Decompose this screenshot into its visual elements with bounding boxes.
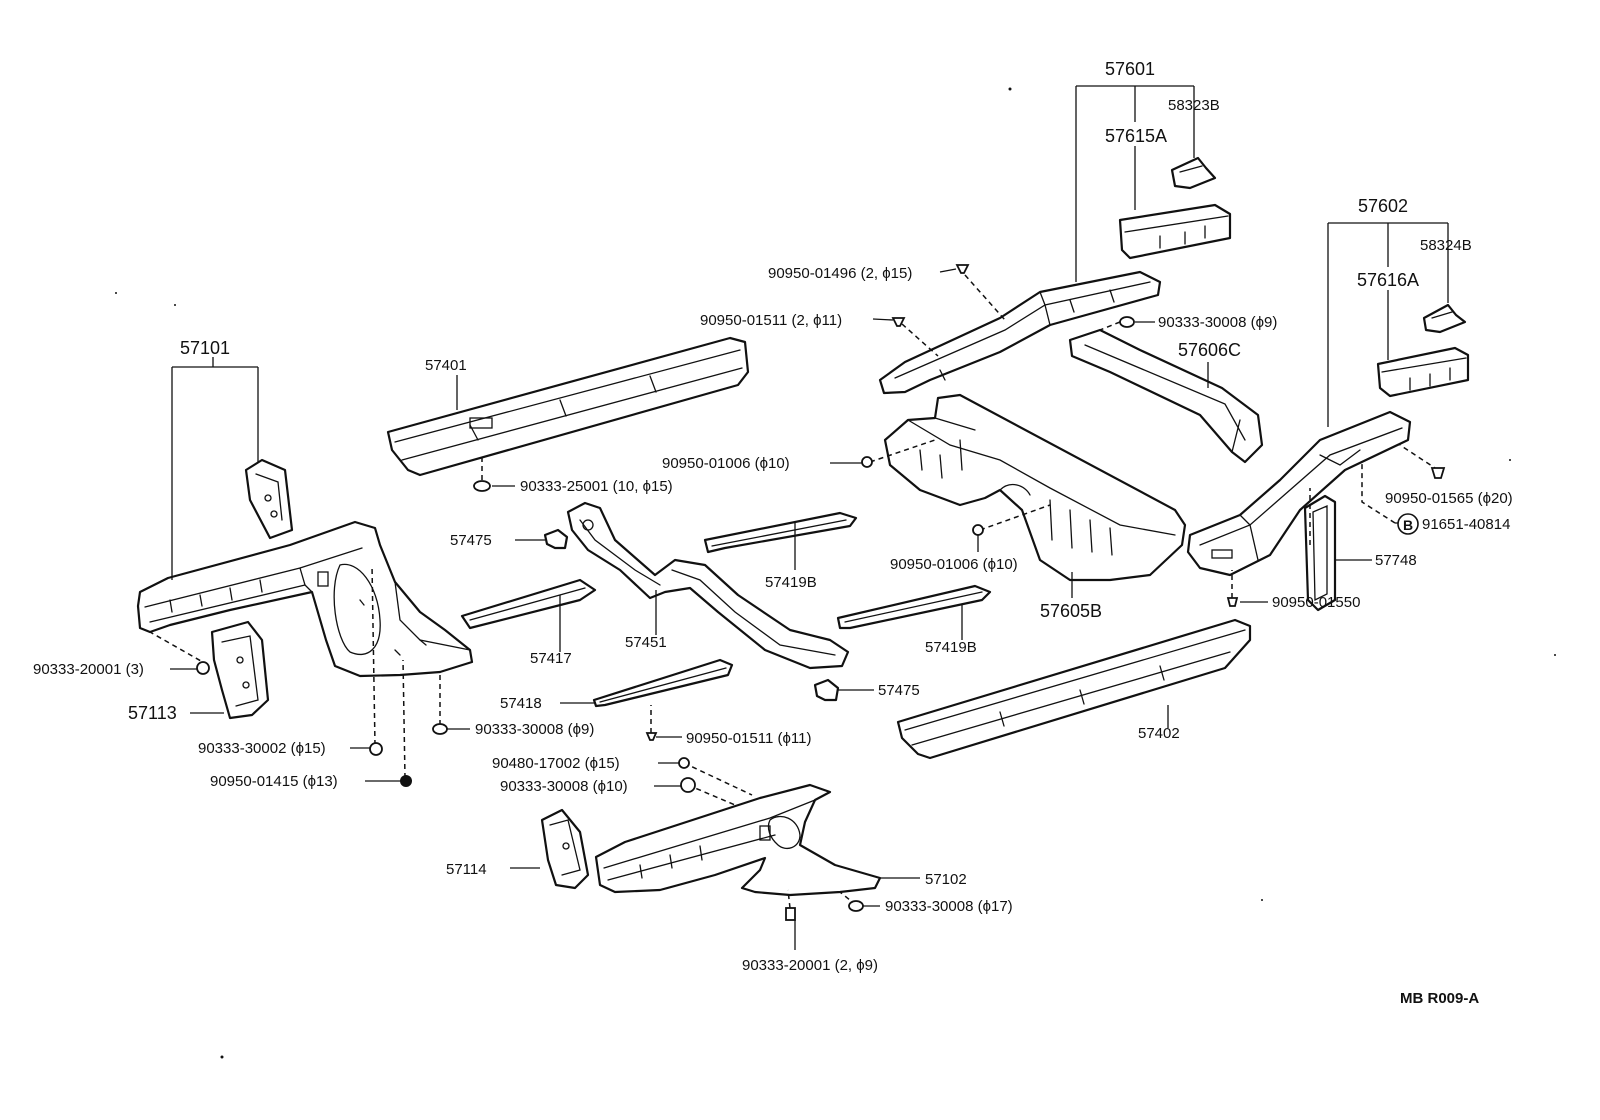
- leader-lines: [170, 85, 1449, 950]
- part-57402-rocker-right: [896, 618, 1252, 760]
- part-57601-rear-side-member: [878, 270, 1162, 395]
- label-57417: 57417: [530, 650, 572, 667]
- label-90333-25001: 90333-25001 (10, ϕ15): [520, 478, 673, 495]
- label-57114: 57114: [446, 861, 487, 878]
- label-57616a: 57616A: [1357, 270, 1419, 290]
- label-57419b-upper: 57419B: [765, 574, 817, 591]
- plug-90333-20001-3: [196, 661, 210, 675]
- part-57475-bracket-lower: [813, 678, 840, 702]
- plug-90333-25001: [473, 480, 491, 492]
- label-91651-40814: 91651-40814: [1422, 516, 1510, 533]
- label-57102: 57102: [925, 871, 967, 888]
- part-labels: 57601 58323B 57615A 57602 58324B 57616A …: [33, 59, 1513, 1007]
- label-57601: 57601: [1105, 59, 1155, 79]
- label-57402: 57402: [1138, 725, 1180, 742]
- fasteners: [196, 264, 1446, 921]
- clip-90950-01550: [1226, 597, 1239, 607]
- part-57101-upper-bracket: [244, 458, 294, 540]
- label-57401: 57401: [425, 357, 467, 374]
- label-90950-01496: 90950-01496 (2, ϕ15): [768, 265, 912, 282]
- clip-90950-01496: [955, 264, 970, 274]
- label-57113: 57113: [128, 703, 177, 723]
- label-57606c: 57606C: [1178, 340, 1241, 360]
- label-90950-01511-2: 90950-01511 (2, ϕ11): [700, 312, 842, 329]
- part-58323b-bracket: [1170, 156, 1217, 190]
- label-90333-20001-2: 90333-20001 (2, ϕ9): [742, 957, 878, 974]
- part-58324b-bracket: [1422, 303, 1467, 334]
- part-57748-seal: [1303, 494, 1337, 612]
- bubble-b-letter: B: [1403, 517, 1413, 533]
- grommet-90950-01006-lower: [972, 524, 984, 536]
- part-57605b-rear-floor-pan: [883, 393, 1187, 582]
- clip-90950-01511-upper: [891, 317, 906, 327]
- label-90950-01511-11: 90950-01511 (ϕ11): [686, 730, 811, 747]
- label-90950-01565: 90950-01565 (ϕ20): [1385, 490, 1513, 507]
- label-90480-17002: 90480-17002 (ϕ15): [492, 755, 620, 772]
- part-57418-brace: [592, 658, 734, 708]
- clip-90950-01511-lower: [645, 732, 658, 741]
- label-57615a: 57615A: [1105, 126, 1167, 146]
- part-57606c-cross-member: [1068, 328, 1264, 464]
- reference-code: MB R009-A: [1400, 990, 1479, 1007]
- part-57401-rocker-left: [386, 336, 750, 477]
- part-57113-bracket: [210, 620, 270, 720]
- plug-90333-30008-phi17: [848, 900, 864, 912]
- label-90333-30008-phi17: 90333-30008 (ϕ17): [885, 898, 1013, 915]
- assembly-dashed-lines: [149, 274, 1439, 909]
- label-90950-01006-lower: 90950-01006 (ϕ10): [890, 556, 1018, 573]
- clip-90950-01565: [1430, 467, 1446, 479]
- nut-90480-17002: [678, 757, 690, 769]
- label-57605b: 57605B: [1040, 601, 1102, 621]
- plug-90333-30008-phi9-upper: [1119, 316, 1135, 328]
- label-90950-01415: 90950-01415 (ϕ13): [210, 773, 338, 790]
- reference-bubble-b: B: [1397, 513, 1419, 535]
- label-57451: 57451: [625, 634, 667, 651]
- plug-90333-30008-phi10: [680, 777, 696, 793]
- part-57451-floor-cross-member: [566, 501, 850, 670]
- part-57419b-brace-upper: [703, 511, 858, 554]
- part-57419b-brace-lower: [836, 584, 992, 630]
- label-90950-01006-upper: 90950-01006 (ϕ10): [662, 455, 790, 472]
- part-57616a-reinforcement: [1376, 346, 1470, 398]
- label-57418: 57418: [500, 695, 542, 712]
- part-57475-bracket-upper: [543, 528, 569, 550]
- part-57102-front-side-member: [594, 783, 882, 897]
- label-90333-30008-phi10: 90333-30008 (ϕ10): [500, 778, 628, 795]
- label-57475-upper: 57475: [450, 532, 492, 549]
- grommet-90950-01006-upper: [861, 456, 873, 468]
- label-90333-30008-phi9-upper: 90333-30008 (ϕ9): [1158, 314, 1277, 331]
- part-57417-brace: [460, 578, 597, 630]
- scan-specks: [115, 87, 1556, 1059]
- grommet-90950-01415: [400, 775, 412, 787]
- plug-90333-30008-phi9-lower: [432, 723, 448, 735]
- label-90333-30008-phi9-lower: 90333-30008 (ϕ9): [475, 721, 594, 738]
- label-58323b: 58323B: [1168, 97, 1220, 114]
- label-57475-lower: 57475: [878, 682, 920, 699]
- plug-90333-30002: [369, 742, 383, 756]
- label-90333-20001-3: 90333-20001 (3): [33, 661, 144, 678]
- label-57748: 57748: [1375, 552, 1417, 569]
- label-58324b: 58324B: [1420, 237, 1472, 254]
- part-57602-rear-side-member: [1186, 410, 1412, 577]
- label-90950-01550: 90950-01550: [1272, 594, 1360, 611]
- part-57615a-reinforcement: [1118, 203, 1232, 260]
- label-57101: 57101: [180, 338, 230, 358]
- label-57602: 57602: [1358, 196, 1408, 216]
- part-57101-front-side-member: [136, 520, 474, 678]
- label-57419b-lower: 57419B: [925, 639, 977, 656]
- label-90333-30002: 90333-30002 (ϕ15): [198, 740, 326, 757]
- part-57114-bracket: [540, 808, 590, 890]
- plug-90333-20001-2: [785, 907, 796, 921]
